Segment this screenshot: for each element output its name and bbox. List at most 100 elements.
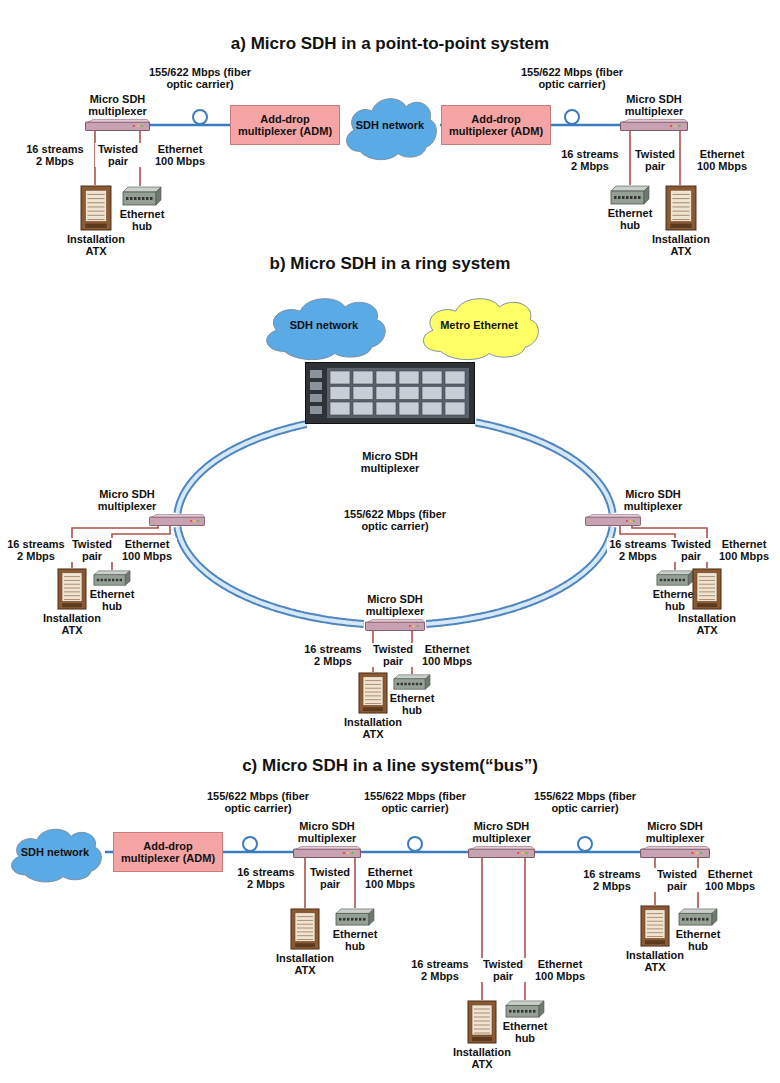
edge-label: 16 streams 2 Mbps: [409, 958, 471, 982]
cable-label: Twisted pair: [95, 143, 141, 167]
line-stroke: [476, 423, 613, 514]
edge-label: 155/622 Mbps (fiber optic carrier): [360, 790, 470, 814]
ethernet-hub: Ethernet hub: [656, 570, 694, 586]
edge-label: Ethernet 100 Mbps: [692, 148, 752, 172]
multiplexer-device: Micro SDH multiplexer: [85, 119, 150, 131]
line-stroke: [361, 851, 468, 854]
cable-label: Twisted pair: [69, 538, 115, 562]
node-label: Ethernet hub: [330, 928, 380, 952]
twisted-pair-link: [355, 858, 356, 908]
fiber-link: [551, 125, 620, 126]
multiplexer-device: Micro SDH multiplexer: [585, 514, 641, 526]
line-stroke: [426, 527, 612, 624]
node-label: Micro SDH multiplexer: [355, 593, 435, 617]
atx-icon: [290, 908, 320, 950]
adm-box: Add-drop multiplexer (ADM): [230, 105, 340, 145]
edge-label: Ethernet 100 Mbps: [700, 868, 760, 892]
line-stroke: [679, 131, 681, 185]
line-stroke: [178, 527, 364, 624]
node-label: Micro SDH multiplexer: [287, 820, 367, 844]
atx-icon: [665, 185, 697, 231]
fiber-link: [105, 852, 113, 853]
adm-box: Add-drop multiplexer (ADM): [113, 832, 223, 872]
hub-icon: [656, 570, 694, 586]
node-label: Add-drop multiplexer (ADM): [446, 113, 546, 137]
chassis-icon: [305, 362, 475, 424]
line-stroke: [178, 527, 364, 624]
edge-label: 16 streams 2 Mbps: [24, 143, 86, 167]
cable-label: Twisted pair: [370, 643, 416, 667]
atx-icon: [80, 185, 112, 231]
node-label: Installation ATX: [62, 233, 130, 257]
ring-fiber-link: [178, 424, 307, 513]
line-stroke: [476, 423, 613, 514]
mux-icon: [85, 119, 150, 131]
node-label: Installation ATX: [271, 952, 339, 976]
network-cloud: Metro Ethernet: [415, 288, 543, 362]
atx-cabinet: Installation ATX: [290, 908, 320, 950]
twisted-pair-link: [305, 858, 306, 908]
fiber-link: [223, 852, 293, 853]
line-stroke: [105, 851, 113, 854]
network-cloud: SDH network: [258, 288, 390, 362]
node-label: Installation ATX: [673, 612, 741, 636]
line-stroke: [426, 527, 612, 624]
atx-cabinet: Installation ATX: [640, 905, 670, 947]
mux-icon: [468, 846, 535, 858]
line-stroke: [551, 124, 620, 127]
fiber-link: [535, 852, 640, 853]
atx-cabinet: Installation ATX: [665, 185, 697, 231]
fiber-link: [361, 852, 468, 853]
multiplexer-device: Micro SDH multiplexer: [468, 846, 535, 858]
multiplexer-device: Micro SDH multiplexer: [149, 514, 205, 526]
node-label: Ethernet hub: [117, 208, 167, 232]
mux-icon: [149, 514, 205, 526]
cable-label: Twisted pair: [632, 148, 678, 172]
hub-icon: [610, 185, 650, 205]
edge-label: 16 streams 2 Mbps: [235, 866, 297, 890]
ethernet-hub: Ethernet hub: [335, 908, 375, 926]
node-label: Add-drop multiplexer (ADM): [235, 113, 335, 137]
edge-label: 155/622 Mbps (fiber optic carrier): [530, 790, 640, 814]
node-label: SDH network: [345, 119, 435, 131]
cable-label: Twisted pair: [668, 538, 714, 562]
node-label: SDH network: [274, 319, 374, 331]
ring-fiber-link: [476, 423, 613, 514]
section-title: a) Micro SDH in a point-to-point system: [90, 34, 690, 54]
hub-icon: [393, 674, 431, 690]
cable-label: Twisted pair: [654, 868, 700, 892]
hub-icon: [93, 570, 131, 586]
mux-icon: [640, 846, 710, 858]
edge-label: Ethernet 100 Mbps: [150, 143, 210, 167]
node-label: Micro SDH multiplexer: [635, 820, 715, 844]
node-label: Installation ATX: [621, 949, 689, 973]
atx-icon: [358, 672, 388, 714]
atx-cabinet: Installation ATX: [80, 185, 112, 231]
edge-label: Ethernet 100 Mbps: [117, 538, 177, 562]
node-label: SDH network: [10, 846, 100, 858]
atx-cabinet: Installation ATX: [358, 672, 388, 714]
ring-label: 155/622 Mbps (fiber optic carrier): [335, 508, 455, 532]
line-stroke: [535, 851, 640, 854]
hub-icon: [678, 908, 718, 926]
adm-box: Add-drop multiplexer (ADM): [441, 105, 551, 145]
node-label: Micro SDH multiplexer: [614, 93, 694, 117]
node-label: Installation ATX: [38, 612, 106, 636]
atx-cabinet: Installation ATX: [57, 568, 87, 610]
line-stroke: [304, 858, 306, 908]
network-cloud: SDH network: [340, 88, 440, 162]
edge-label: Ethernet 100 Mbps: [417, 643, 477, 667]
node-label: Micro SDH multiplexer: [350, 450, 430, 474]
ring-fiber-link: [426, 527, 612, 624]
cable-label: Twisted pair: [307, 866, 353, 890]
node-label: Micro SDH multiplexer: [87, 488, 167, 512]
atx-icon: [692, 568, 722, 610]
line-stroke: [223, 851, 293, 854]
node-label: Metro Ethernet: [429, 319, 529, 331]
line-stroke: [354, 858, 356, 908]
rack-chassis: Micro SDH multiplexer: [305, 362, 475, 424]
fiber-link: [150, 125, 230, 126]
atx-cabinet: Installation ATX: [692, 568, 722, 610]
section-title: b) Micro SDH in a ring system: [90, 254, 690, 274]
ethernet-hub: Ethernet hub: [93, 570, 131, 586]
